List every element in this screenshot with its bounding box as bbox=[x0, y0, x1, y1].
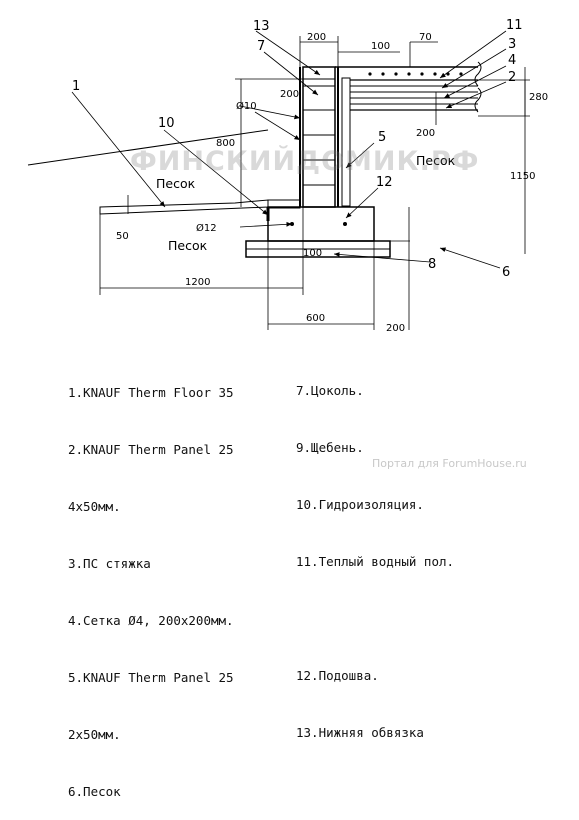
callout-13: 13 bbox=[253, 19, 270, 34]
bottom-beam bbox=[302, 66, 336, 80]
legend-left: 1.KNAUF Therm Floor 35 2.KNAUF Therm Pan… bbox=[68, 345, 234, 820]
callout-4: 4 bbox=[508, 53, 516, 68]
legend-item: 4.Сетка Ø4, 200x200мм. bbox=[68, 613, 234, 628]
legend-item: 11.Теплый водный пол. bbox=[296, 554, 455, 569]
legend-item: 9.Щебень. bbox=[296, 440, 364, 455]
plinth-wall bbox=[302, 66, 336, 208]
dim-100-footing: 100 bbox=[303, 248, 322, 259]
sand-label-right: Песок bbox=[416, 153, 456, 168]
warm-floor-pipes bbox=[368, 72, 463, 76]
dim-100: 100 bbox=[371, 41, 390, 52]
callout-8: 8 bbox=[428, 257, 436, 272]
blind-area-insulation bbox=[99, 199, 269, 215]
dim-70: 70 bbox=[419, 32, 432, 43]
dim-200-bottom: 200 bbox=[386, 323, 405, 334]
watermark-footer: Портал для ForumHouse.ru bbox=[372, 457, 527, 470]
callout-6: 6 bbox=[502, 265, 510, 280]
callout-10: 10 bbox=[158, 116, 175, 131]
legend-item: 13.Нижняя обвязка bbox=[296, 725, 424, 740]
floor-layers bbox=[335, 66, 478, 111]
legend-item: 12.Подошва. bbox=[296, 668, 379, 683]
foundation-section-drawing: 1 10 13 7 5 12 11 3 4 2 8 6 200 100 70 2… bbox=[27, 18, 548, 334]
legend-item: 7.Цоколь. bbox=[296, 383, 364, 398]
callout-11: 11 bbox=[506, 18, 523, 33]
dim-280: 280 bbox=[529, 92, 548, 103]
legend-item: 10.Гидроизоляция. bbox=[296, 497, 424, 512]
legend-item: 4x50мм. bbox=[68, 499, 121, 514]
legend-item: 3.ПС стяжка bbox=[68, 556, 151, 571]
watermark-site: ФИНСКИЙДОМИК.РФ bbox=[130, 146, 480, 177]
phi10-label: Ø10 bbox=[236, 100, 257, 112]
sand-label-bottom: Песок bbox=[168, 238, 208, 253]
dim-1200: 1200 bbox=[185, 277, 210, 288]
callout-1: 1 bbox=[72, 79, 80, 94]
dim-600: 600 bbox=[306, 313, 325, 324]
dim-200-mid: 200 bbox=[416, 128, 435, 139]
sand-label-top: Песок bbox=[156, 176, 196, 191]
dimension-lines bbox=[99, 36, 530, 330]
legend-item: 2.KNAUF Therm Panel 25 bbox=[68, 442, 234, 457]
callout-2: 2 bbox=[508, 70, 516, 85]
dim-800: 800 bbox=[216, 138, 235, 149]
footing bbox=[267, 206, 375, 242]
legend-right: 7.Цоколь. 9.Щебень. 10.Гидроизоляция. 11… bbox=[296, 343, 454, 761]
callout-12: 12 bbox=[376, 175, 393, 190]
dim-200-left: 200 bbox=[280, 89, 299, 100]
dim-50: 50 bbox=[116, 231, 129, 242]
legend-item: 1.KNAUF Therm Floor 35 bbox=[68, 385, 234, 400]
legend-item: 2x50мм. bbox=[68, 727, 121, 742]
callout-3: 3 bbox=[508, 37, 516, 52]
leader-lines bbox=[71, 30, 507, 269]
plinth-insulation-inner bbox=[341, 77, 351, 207]
plinth-insulation-outer bbox=[267, 199, 301, 209]
ground-slope-line bbox=[27, 129, 269, 166]
dim-200-top: 200 bbox=[307, 32, 326, 43]
legend-item: 5.KNAUF Therm Panel 25 bbox=[68, 670, 234, 685]
legend-item bbox=[296, 609, 454, 628]
legend-item: 6.Песок bbox=[68, 784, 121, 799]
callout-5: 5 bbox=[378, 130, 386, 145]
phi12-label: Ø12 bbox=[196, 222, 217, 234]
dim-1150: 1150 bbox=[510, 171, 535, 182]
callout-7: 7 bbox=[257, 39, 265, 54]
